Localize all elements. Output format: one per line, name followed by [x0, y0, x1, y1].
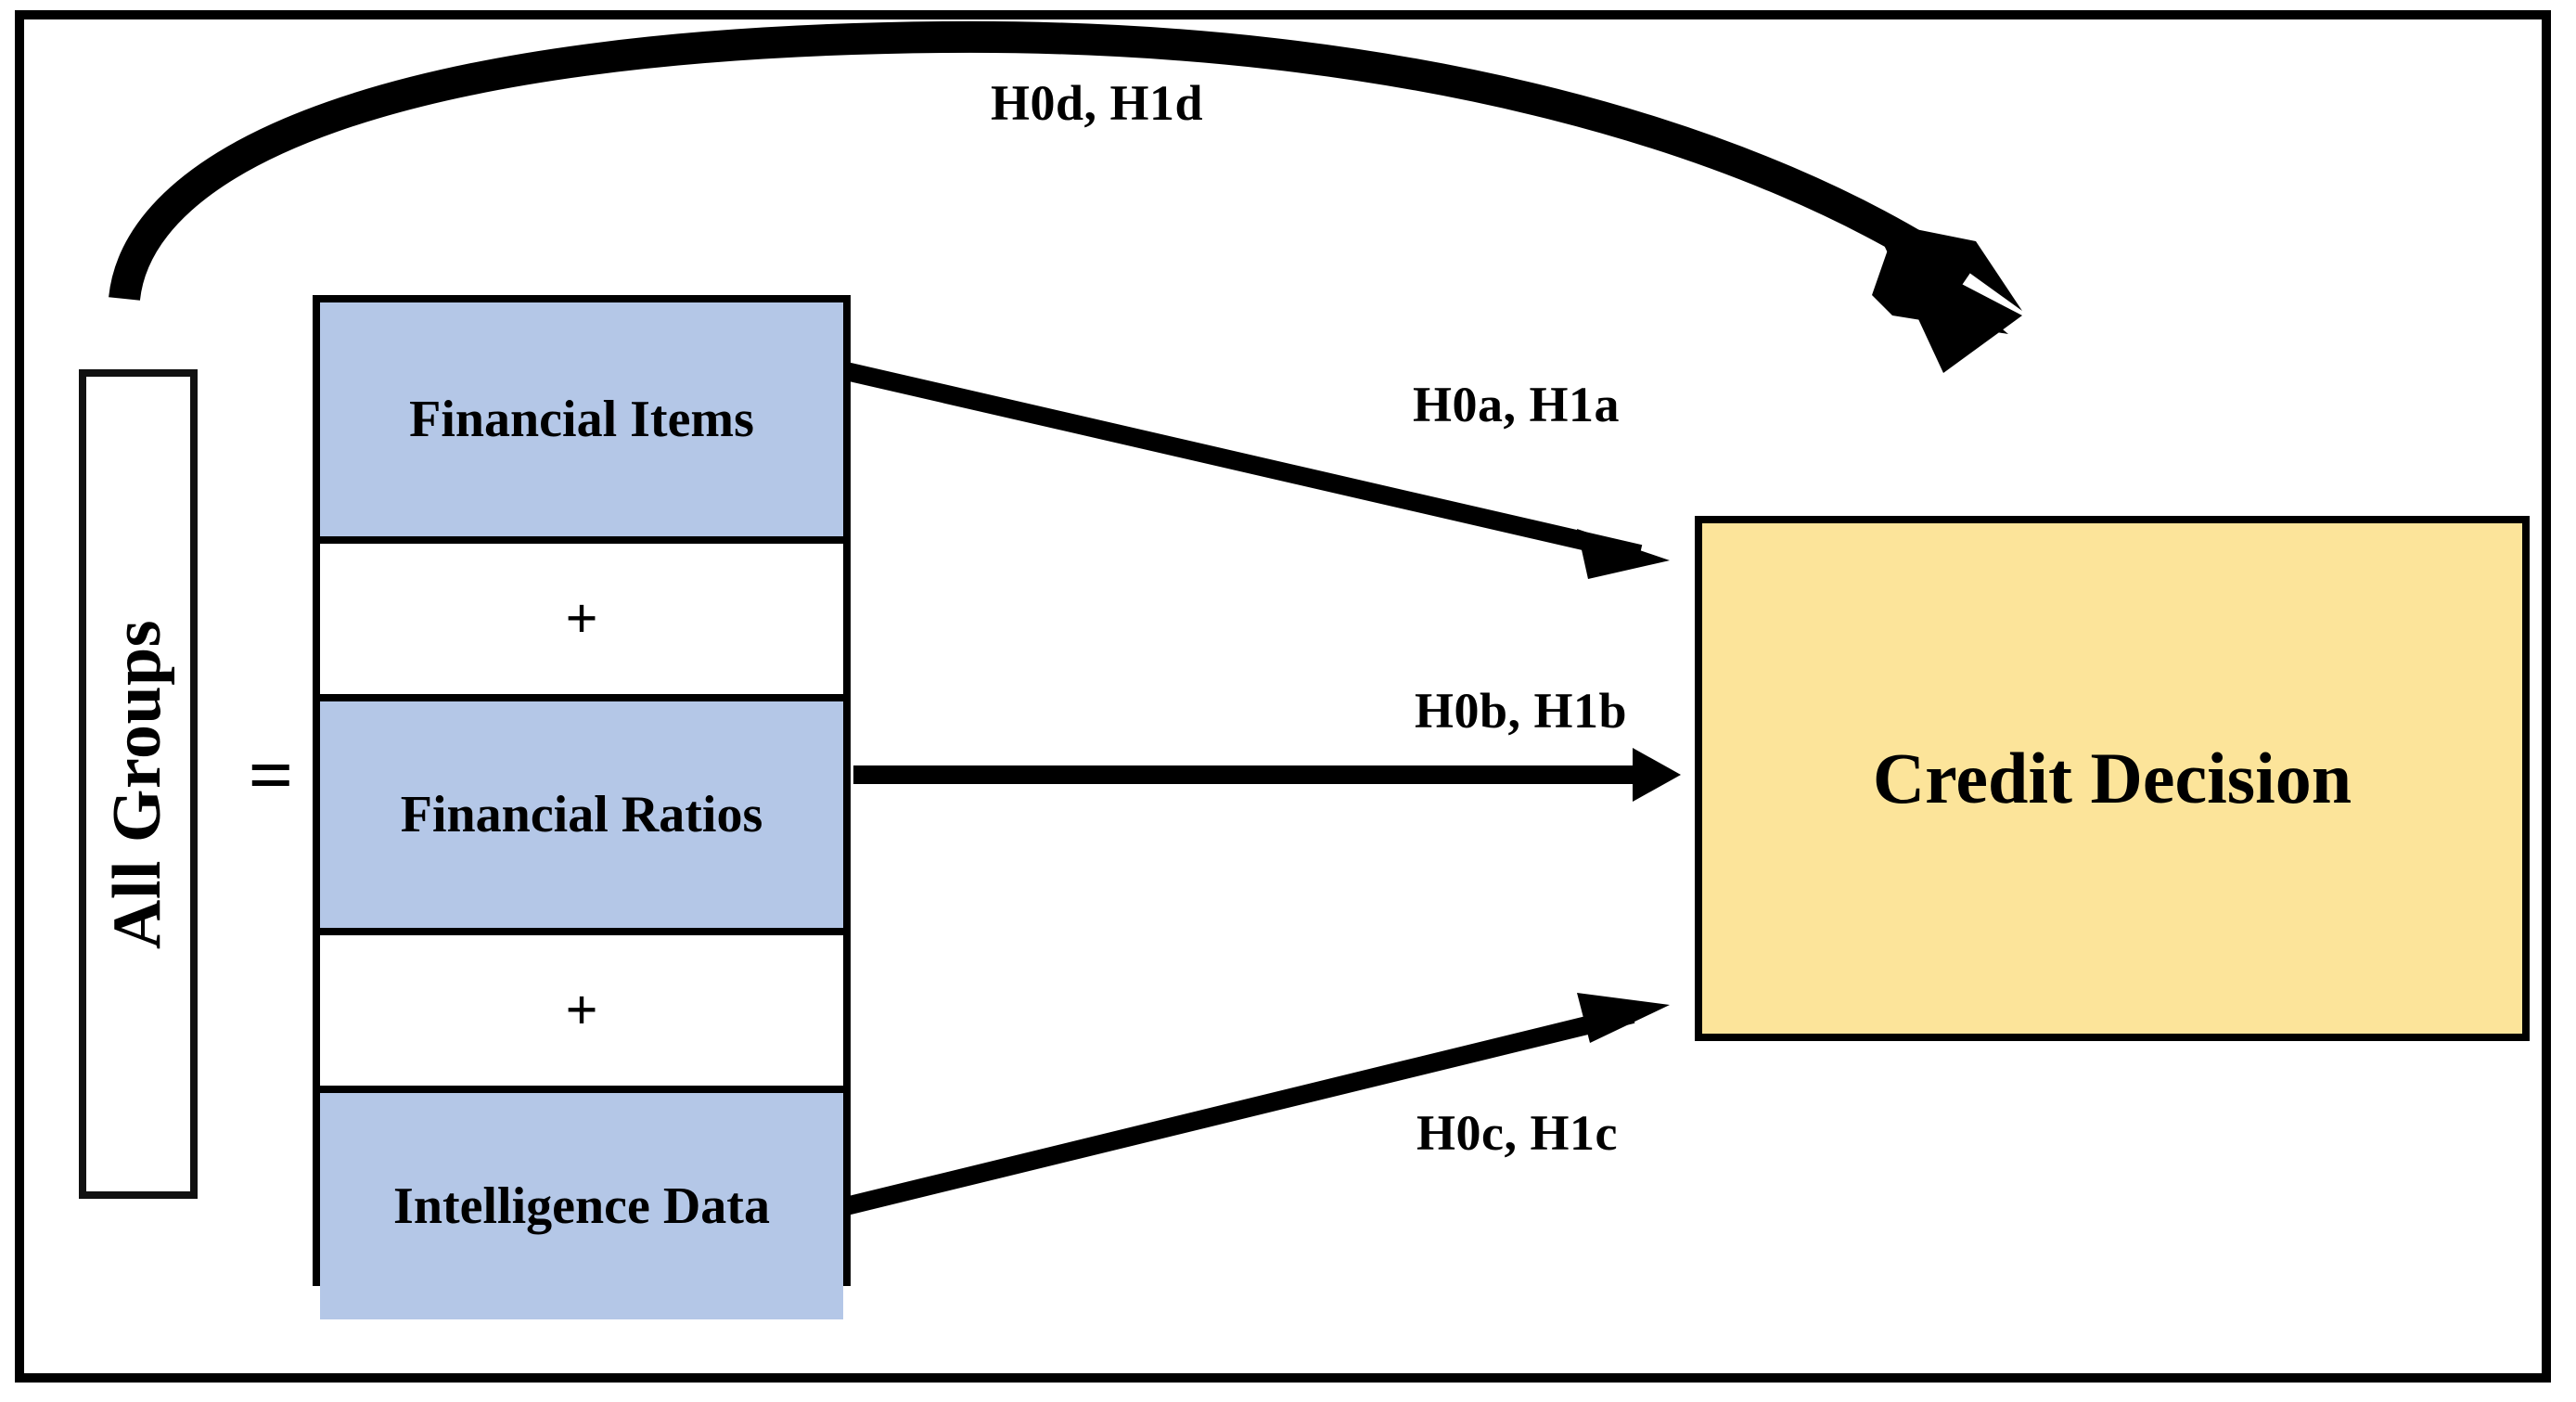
plus-icon-1: +: [565, 586, 598, 650]
hypothesis-label-d: H0d, H1d: [991, 75, 1204, 131]
stack-label-financial-items: Financial Items: [409, 391, 754, 448]
credit-decision-box: Credit Decision: [1695, 516, 2530, 1041]
stack-label-intelligence-data: Intelligence Data: [393, 1177, 770, 1235]
plus-icon-2: +: [565, 978, 598, 1042]
predictor-stack: Financial Items + Financial Ratios + Int…: [313, 295, 851, 1319]
stack-row-intelligence-data: Intelligence Data: [320, 1086, 843, 1319]
stack-row-plus-2: +: [320, 928, 843, 1086]
hypothesis-label-c: H0c, H1c: [1416, 1105, 1618, 1161]
hypothesis-label-b: H0b, H1b: [1415, 683, 1628, 739]
stack-row-financial-items: Financial Items: [320, 302, 843, 536]
hypothesis-label-a: H0a, H1a: [1413, 377, 1621, 432]
equals-operator: =: [248, 730, 294, 819]
stack-row-financial-ratios: Financial Ratios: [320, 694, 843, 928]
all-groups-label: All Groups: [99, 619, 176, 949]
all-groups-box: All Groups: [79, 369, 198, 1199]
credit-decision-label: Credit Decision: [1872, 738, 2352, 818]
stack-row-plus-1: +: [320, 536, 843, 694]
stack-label-financial-ratios: Financial Ratios: [400, 786, 763, 843]
